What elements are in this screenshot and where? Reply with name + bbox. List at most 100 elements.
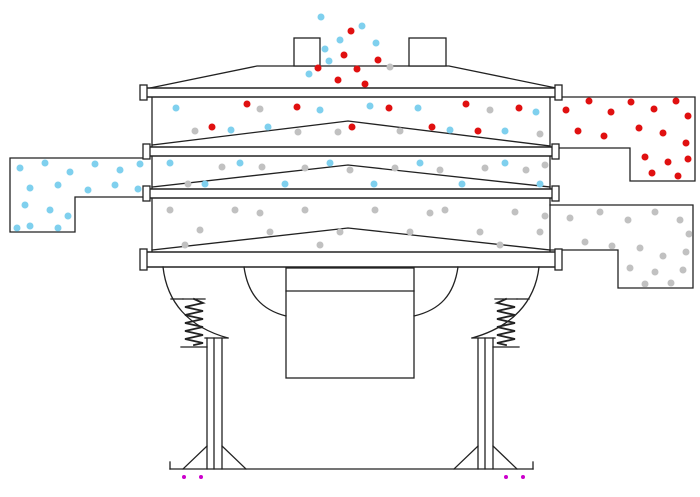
particles-layer (13, 13, 693, 479)
blue-particle (201, 180, 209, 188)
red-particle (243, 100, 251, 108)
foot-gusset (221, 445, 247, 470)
gray-particle (626, 264, 634, 272)
blue-particle (172, 104, 180, 112)
red-particle (627, 98, 635, 106)
gray-particle (231, 206, 239, 214)
gray-particle (256, 105, 264, 113)
red-particle (347, 27, 355, 35)
gray-particle (486, 106, 494, 114)
gray-particle (536, 228, 544, 236)
gray-particle (476, 228, 484, 236)
magenta-particle (521, 475, 525, 479)
blue-particle (458, 180, 466, 188)
gray-particle (301, 206, 309, 214)
gray-particle (667, 279, 675, 287)
gray-particle (191, 127, 199, 135)
gray-particle (541, 212, 549, 220)
clamp-bolt-icon (551, 185, 560, 202)
right-lower-chute-gray (566, 208, 693, 288)
blue-particle (84, 186, 92, 194)
gray-particle (181, 241, 189, 249)
screen-deck-3 (151, 227, 551, 251)
blue-particle (54, 224, 62, 232)
blue-particle (370, 180, 378, 188)
gray-particle (334, 128, 342, 136)
red-particle (462, 100, 470, 108)
blue-particle (91, 160, 99, 168)
clamp-bolt-icon (142, 185, 151, 202)
gray-particle (184, 180, 192, 188)
magenta-particle (199, 475, 203, 479)
blue-particle (325, 57, 333, 65)
deck1-gray (191, 105, 544, 138)
red-particle (385, 104, 393, 112)
blue-particle (536, 180, 544, 188)
blue-particle (264, 123, 272, 131)
leg-right (471, 337, 496, 470)
blue-particle (16, 164, 24, 172)
gray-particle (441, 206, 449, 214)
gray-particle (679, 266, 687, 274)
gray-particle (256, 209, 264, 217)
blue-particle (532, 108, 540, 116)
left-outlet-chute (9, 157, 150, 233)
inlet-stream-red (314, 27, 382, 88)
gray-particle (166, 206, 174, 214)
red-particle (208, 123, 216, 131)
gray-particle (371, 206, 379, 214)
red-particle (585, 97, 593, 105)
red-particle (650, 105, 658, 113)
blue-particle (26, 222, 34, 230)
gray-particle (624, 216, 632, 224)
red-particle (641, 153, 649, 161)
blue-particle (64, 212, 72, 220)
spring-coil-icon (494, 297, 516, 347)
top-cover (149, 65, 557, 89)
gray-particle (346, 166, 354, 174)
leg-left (204, 337, 229, 470)
red-particle (607, 108, 615, 116)
clamp-bolt-icon (139, 84, 148, 101)
gray-particle (426, 209, 434, 217)
blue-particle (326, 159, 334, 167)
clamp-bolt-icon (142, 143, 151, 160)
right-upper-outlet-chute (555, 96, 696, 182)
right-upper-chute-red (562, 97, 692, 180)
foot-gusset (453, 445, 479, 470)
gray-particle (651, 208, 659, 216)
gray-particle (522, 166, 530, 174)
gray-particle (596, 208, 604, 216)
gray-particle (685, 230, 693, 238)
skirt-right-outer (471, 266, 540, 339)
blue-particle (501, 159, 509, 167)
blue-particle (136, 160, 144, 168)
deck1-blue (172, 102, 540, 135)
screen-deck-1 (151, 120, 551, 147)
gray-particle (536, 130, 544, 138)
inlet-stream-gray (386, 63, 394, 71)
red-particle (515, 104, 523, 112)
machine-outline (9, 37, 696, 470)
gray-particle (258, 163, 266, 171)
left-chute-blue (13, 159, 144, 232)
red-particle (574, 127, 582, 135)
skirt-left-outer (162, 266, 229, 339)
red-particle (684, 155, 692, 163)
gray-particle (651, 268, 659, 276)
red-particle (682, 139, 690, 147)
blue-particle (46, 206, 54, 214)
blue-particle (26, 184, 34, 192)
spring-right (492, 297, 530, 348)
gray-particle (608, 242, 616, 250)
blue-particle (166, 159, 174, 167)
gray-particle (541, 161, 549, 169)
red-particle (562, 106, 570, 114)
blue-particle (66, 168, 74, 176)
right-lower-outlet-chute (549, 204, 694, 289)
deck3-gray (166, 206, 549, 249)
foot-gusset (182, 445, 208, 470)
red-particle (648, 169, 656, 177)
red-particle (361, 80, 369, 88)
red-particle (474, 127, 482, 135)
